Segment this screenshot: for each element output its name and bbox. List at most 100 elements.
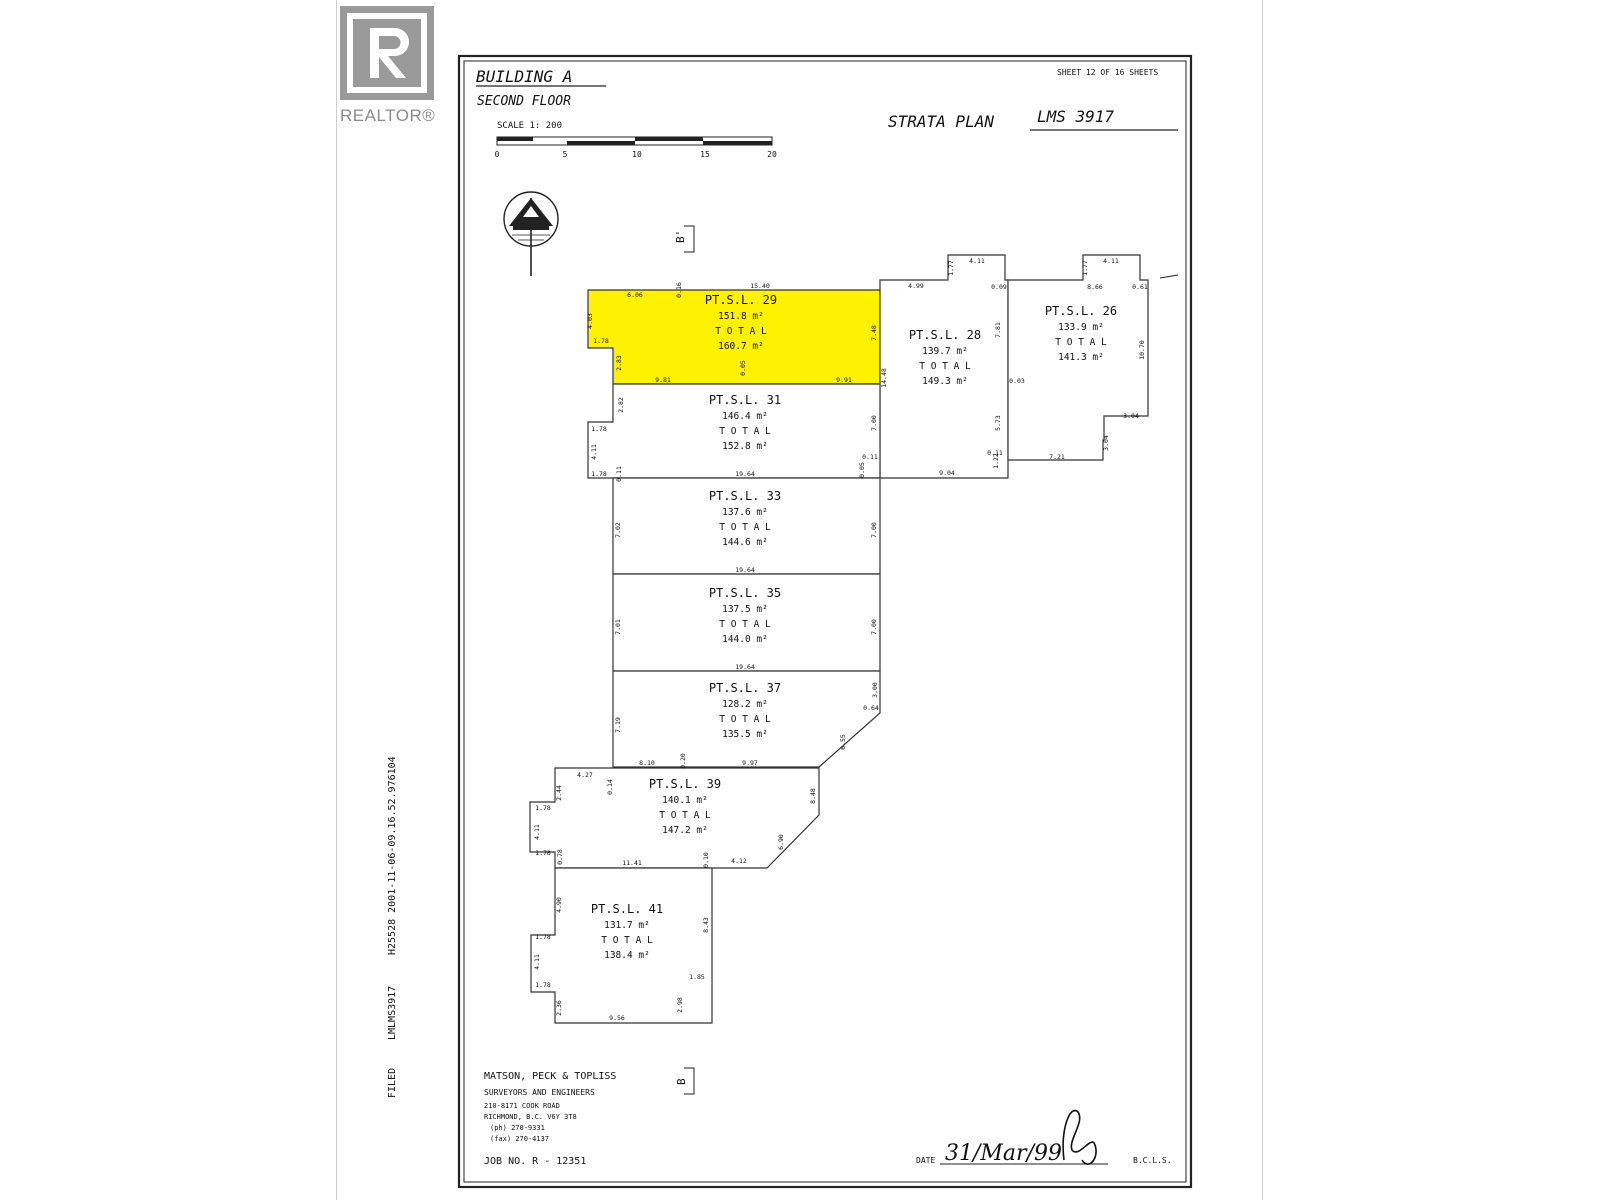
date-label: DATE [916, 1156, 935, 1165]
realtor-logo: REALTOR® [340, 6, 440, 126]
filing-stamp-doc: LMLMS3917 [387, 986, 398, 1040]
firm-subtitle: SURVEYORS AND ENGINEERS [484, 1088, 595, 1097]
lot-name: PT.S.L. 31 [709, 393, 781, 407]
dimension-label: 2.44 [555, 785, 563, 801]
dimension-label: 3.04 [1123, 412, 1139, 420]
dimension-label: 1.85 [689, 973, 705, 981]
lot-name: PT.S.L. 35 [709, 586, 781, 600]
lot-total: 141.3 m² [1058, 352, 1104, 363]
dimension-label: 7.19 [614, 717, 622, 733]
lot-total-label: T O T A L [719, 426, 771, 437]
lot-area: 146.4 m² [722, 411, 768, 422]
dimension-label: 7.21 [1049, 453, 1065, 461]
dimension-label: 6.90 [777, 834, 785, 850]
firm-name: MATSON, PECK & TOPLISS [484, 1071, 616, 1082]
sheet-count: SHEET 12 OF 16 SHEETS [1057, 68, 1158, 77]
section-tick [1159, 274, 1179, 279]
dimension-label: 3.00 [871, 682, 879, 698]
scale-tick-3: 15 [700, 150, 710, 159]
dimension-label: 2.82 [617, 397, 625, 413]
dimension-label: 1.78 [535, 804, 551, 812]
filing-stamp-filed: FILED [387, 1068, 398, 1098]
dimension-label: 7.81 [994, 322, 1002, 338]
dimension-label: 10.70 [1138, 340, 1146, 360]
lot-total: 149.3 m² [922, 376, 968, 387]
dimension-label: 4.12 [731, 857, 747, 865]
outer-border [457, 54, 1193, 1189]
dimension-label: 0.10 [702, 852, 710, 868]
lot-name: PT.S.L. 39 [649, 777, 721, 791]
firm-address-2: RICHMOND, B.C. V6Y 3T8 [484, 1113, 577, 1121]
dimension-label: 9.04 [939, 469, 955, 477]
lot-area: 131.7 m² [604, 920, 650, 931]
lot-total-label: T O T A L [601, 935, 653, 946]
firm-fax: (fax) 270-4137 [490, 1135, 549, 1143]
dimension-label: 8.66 [1087, 283, 1103, 291]
lot-39-outline [529, 767, 820, 869]
lot-total-label: T O T A L [1055, 337, 1107, 348]
dimension-label: 4.90 [555, 897, 563, 913]
lot-41-outline [530, 867, 713, 1024]
page-edge-left [336, 0, 337, 1200]
dimension-label: 4.11 [590, 444, 598, 460]
dimension-label: 1.78 [591, 470, 607, 478]
dimension-label: 1.22 [992, 453, 1000, 469]
job-number: JOB NO. R - 12351 [484, 1156, 586, 1167]
dimension-label: 7.48 [870, 325, 878, 341]
dimension-label: 5.73 [994, 415, 1002, 431]
lot-name: PT.S.L. 26 [1045, 304, 1117, 318]
dimension-label: 0.03 [1009, 377, 1025, 385]
scale-tick-4: 20 [767, 150, 777, 159]
dimension-label: 0.61 [1132, 283, 1148, 291]
dimension-label: 1.78 [593, 337, 609, 345]
dimension-label: 0.11 [615, 466, 623, 482]
dimension-label: 4.11 [1103, 257, 1119, 265]
lot-name: PT.S.L. 41 [591, 902, 663, 916]
lot-total-label: T O T A L [719, 522, 771, 533]
lot-area: 133.9 m² [1058, 322, 1104, 333]
dimension-label: 1.77 [947, 260, 955, 276]
realtor-wordmark: REALTOR® [340, 106, 436, 125]
lot-total: 144.0 m² [722, 634, 768, 645]
lot-total-label: T O T A L [919, 361, 971, 372]
dimension-label: 2.98 [676, 997, 684, 1013]
filing-stamp-ref: H25528 2001-11-06-09.16.52.976104 [387, 756, 398, 955]
lot-name: PT.S.L. 37 [709, 681, 781, 695]
lot-31-outline [587, 383, 881, 479]
lot-name: PT.S.L. 33 [709, 489, 781, 503]
dimension-label: 7.00 [870, 415, 878, 431]
lot-area: 137.6 m² [722, 507, 768, 518]
building-title: BUILDING A [476, 67, 572, 86]
dimension-label: 0.14 [606, 779, 614, 795]
dimension-label: 2.83 [615, 355, 623, 371]
dimension-label: 4.27 [577, 771, 593, 779]
dimension-label: 1.77 [1081, 260, 1089, 276]
dimension-label: 0.05 [739, 360, 747, 376]
dimension-label: 11.41 [622, 859, 642, 867]
inner-border [463, 60, 1187, 1183]
lot-total: 144.6 m² [722, 537, 768, 548]
dimension-label: 7.01 [614, 619, 622, 635]
dimension-label: 1.78 [535, 933, 551, 941]
dimension-label: 0.78 [556, 849, 564, 865]
date-value: 31/Mar/99 [945, 1141, 1062, 1166]
scale-bar [496, 136, 773, 146]
lot-total: 147.2 m² [662, 825, 708, 836]
dimension-label: 7.00 [870, 522, 878, 538]
surveyor-signature [1062, 1109, 1097, 1165]
lot-area: 137.5 m² [722, 604, 768, 615]
dimension-label: 4.11 [969, 257, 985, 265]
dimension-label: 7.00 [870, 619, 878, 635]
dimension-label: 6.55 [839, 734, 847, 750]
section-mark-bottom-bracket [684, 1067, 695, 1095]
scale-label: SCALE 1: 200 [497, 121, 562, 131]
lot-area: 128.2 m² [722, 699, 768, 710]
floor-title: SECOND FLOOR [477, 94, 571, 109]
dimension-label: 14.48 [880, 368, 888, 388]
dimension-label: 4.11 [533, 954, 541, 970]
north-arrow-icon [503, 191, 559, 276]
scale-tick-1: 5 [563, 150, 568, 159]
